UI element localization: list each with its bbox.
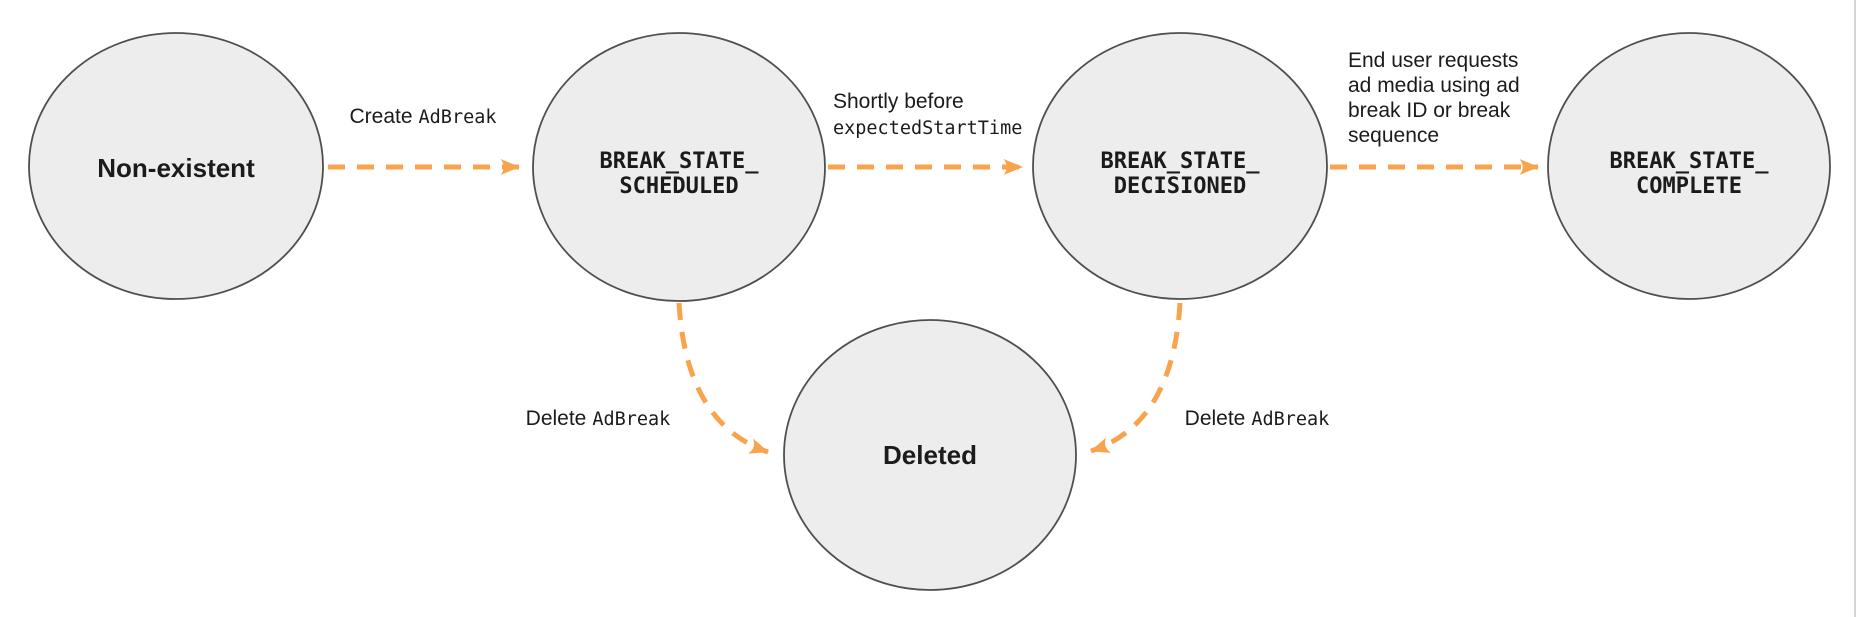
edge-label-shortly-before-line2: expectedStartTime	[833, 118, 1022, 139]
state-label-decisioned-line1: BREAK_STATE_	[1101, 149, 1261, 174]
state-node-break-state-decisioned	[1032, 32, 1328, 300]
state-node-break-state-complete	[1547, 32, 1831, 300]
transition-arrow-delete-from-scheduled	[676, 302, 769, 455]
state-label-decisioned-line2: DECISIONED	[1114, 174, 1246, 199]
state-label-scheduled-line1: BREAK_STATE_	[600, 149, 760, 174]
edge-label-end-user-line2: ad media using ad	[1348, 74, 1520, 97]
edge-label-shortly-before-line1: Shortly before	[833, 90, 964, 113]
edge-label-delete-left-plain: Delete	[526, 407, 587, 430]
state-node-deleted	[783, 319, 1077, 591]
edge-label-create-adbreak: Create AdBreak	[350, 105, 497, 128]
transition-arrow-delete-from-decisioned	[1090, 302, 1183, 454]
edge-label-create-adbreak-plain: Create	[350, 105, 413, 128]
edge-label-create-adbreak-code: AdBreak	[419, 107, 497, 128]
edge-label-end-user-line1: End user requests	[1348, 49, 1518, 72]
state-label-scheduled-line2: SCHEDULED	[619, 174, 738, 199]
state-label-complete-line2: COMPLETE	[1636, 174, 1742, 199]
state-label-non-existent: Non-existent	[97, 153, 255, 183]
state-label-deleted: Deleted	[883, 440, 977, 470]
edge-label-end-user-line3: break ID or break	[1348, 99, 1511, 122]
edge-label-delete-right-plain: Delete	[1185, 407, 1246, 430]
edge-label-delete-left-code: AdBreak	[592, 409, 670, 430]
edge-label-delete-right-code: AdBreak	[1251, 409, 1329, 430]
state-node-break-state-scheduled	[532, 32, 826, 302]
edge-label-end-user-line4: sequence	[1348, 124, 1439, 147]
state-label-complete-line1: BREAK_STATE_	[1610, 149, 1770, 174]
state-node-non-existent	[28, 32, 324, 300]
